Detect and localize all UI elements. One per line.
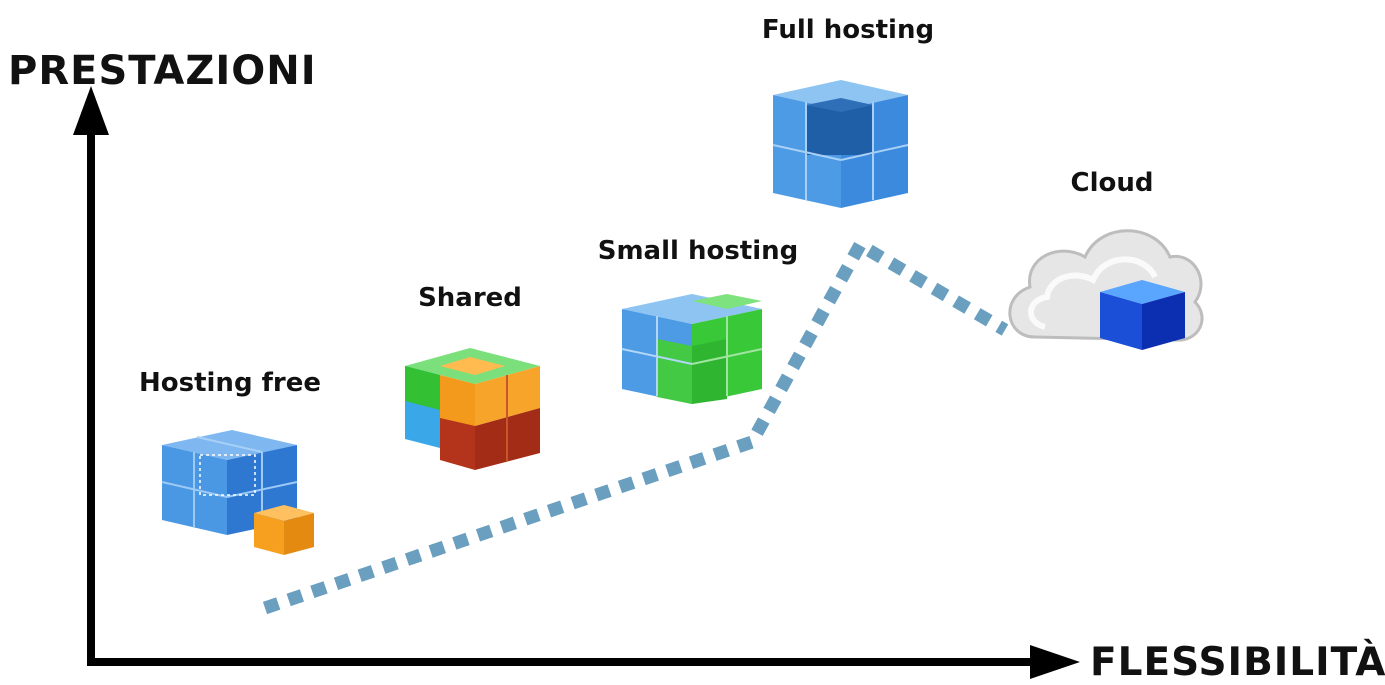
small-hosting-label: Small hosting <box>597 236 799 266</box>
cube-cluster-blue-green-icon <box>621 294 763 404</box>
y-axis <box>73 86 109 665</box>
y-axis-label: PRESTAZIONI <box>8 48 317 94</box>
x-axis-label: FLESSIBILITÀ <box>1090 640 1385 685</box>
growth-path <box>262 238 1009 615</box>
cloud-with-blue-cube-icon <box>1008 229 1204 350</box>
shared-label: Shared <box>418 283 522 313</box>
cloud-label: Cloud <box>1070 168 1154 198</box>
x-axis <box>87 645 1080 679</box>
full-hosting-label: Full hosting <box>761 15 935 45</box>
cube-cluster-blue-icon <box>772 80 909 208</box>
cube-cluster-multicolor-icon <box>405 348 540 470</box>
cube-cluster-blue-with-orange-cube-icon <box>161 430 314 555</box>
hosting-free-label: Hosting free <box>138 368 322 398</box>
